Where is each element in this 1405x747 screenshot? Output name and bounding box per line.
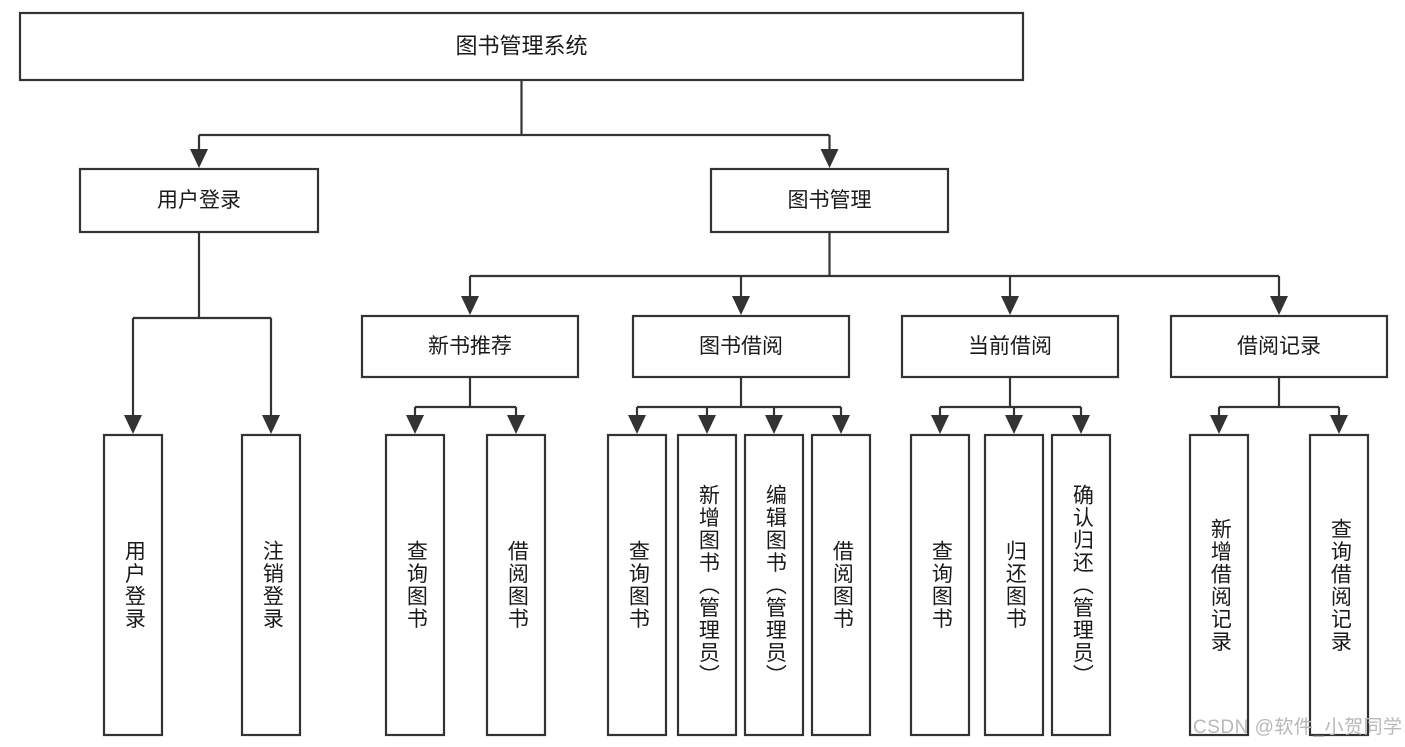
node-root-system[interactable] [18,11,1025,82]
node-current-borrow[interactable] [900,314,1120,379]
node-borrow-record-label: 借阅记录 [1237,335,1321,358]
arrow-head [1210,415,1228,434]
node-book-borrow[interactable] [631,314,851,379]
node-leaf-query-book-2[interactable] [606,433,668,737]
boxes-group [18,11,1389,737]
node-user-login-label: 用户登录 [157,189,241,212]
node-leaf-user-login[interactable] [102,433,164,737]
node-leaf-confirm-return[interactable] [1050,433,1112,737]
node-leaf-add-record[interactable] [1188,433,1250,737]
arrow-head [124,415,142,434]
arrow-head [262,415,280,434]
node-current-borrow-label: 当前借阅 [968,335,1052,358]
arrow-head [1270,296,1288,315]
arrow-head [628,415,646,434]
arrow-head [406,415,424,434]
connectors-group [124,80,1348,434]
csdn-watermark: CSDN @软件_小贺同学 [1193,717,1403,738]
node-leaf-borrow-book-1[interactable] [485,433,547,737]
arrow-head [1330,415,1348,434]
arrow-head [698,415,716,434]
arrow-head [1005,415,1023,434]
arrow-head [190,149,208,168]
arrow-head [461,296,479,315]
arrow-head [765,415,783,434]
node-root-system-label: 图书管理系统 [455,33,587,58]
node-leaf-query-book-3[interactable] [909,433,971,737]
node-book-management[interactable] [709,167,950,234]
arrow-head [507,415,525,434]
arrow-head [832,415,850,434]
node-leaf-query-book-1[interactable] [384,433,446,737]
node-leaf-return-book[interactable] [983,433,1045,737]
arrow-head [1001,296,1019,315]
node-user-login[interactable] [78,167,320,234]
arrow-head [820,149,839,168]
node-new-book-recommend-label: 新书推荐 [428,335,512,358]
node-leaf-query-record[interactable] [1308,433,1370,737]
node-new-book-recommend[interactable] [360,314,580,379]
node-leaf-edit-book[interactable] [743,433,805,737]
node-leaf-add-book[interactable] [676,433,738,737]
node-borrow-record[interactable] [1169,314,1389,379]
arrow-head [732,296,750,315]
node-leaf-user-logout[interactable] [240,433,302,737]
node-leaf-borrow-book-2[interactable] [810,433,872,737]
arrow-head [931,415,949,434]
node-book-management-label: 图书管理 [788,189,872,212]
arrow-head [1072,415,1090,434]
node-book-borrow-label: 图书借阅 [699,335,783,358]
